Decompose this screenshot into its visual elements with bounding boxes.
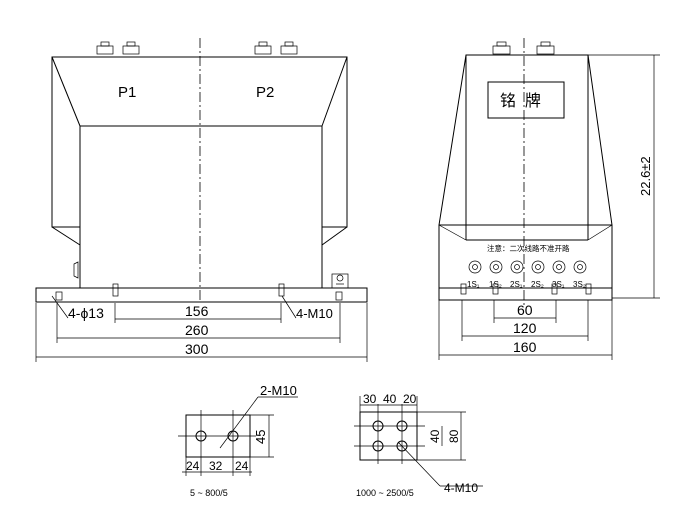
dim-156: 156 <box>185 303 209 319</box>
base-plate <box>35 287 368 303</box>
dim-thread: 4-M10 <box>296 306 333 321</box>
notice-text: 注意：二次线路不准开路 <box>487 243 570 253</box>
small-label: 2-M10 <box>260 383 297 398</box>
dim-120: 120 <box>513 320 537 336</box>
dim-32: 32 <box>209 459 223 473</box>
dim-160: 160 <box>513 339 537 355</box>
dim-260: 260 <box>185 322 209 338</box>
dim-24-left: 24 <box>186 459 200 473</box>
dim-height: 22.6±2 <box>638 156 653 196</box>
side-base <box>438 287 613 301</box>
top-terminals-left <box>96 41 140 55</box>
front-view: P1 P2 4-ϕ13 156 260 300 4-M10 <box>35 38 368 362</box>
label-p1: P1 <box>118 84 136 101</box>
terminal-labels: 1S₁ 1S₂ 2S₁ 2S₂ 3S₁ 3S₂ <box>467 280 586 289</box>
terminal-studs <box>468 260 587 274</box>
dim-hole: 4-ϕ13 <box>68 305 104 321</box>
caption-small: 5 ~ 800/5 <box>190 488 228 498</box>
side-cap <box>438 54 613 289</box>
dim-40-side: 40 <box>428 429 442 443</box>
caption-large: 1000 ~ 2500/5 <box>356 488 414 498</box>
side-view: 铭 牌 注意：二次线路不准开路 1S₁ 1S₂ 2S₁ 2S₂ 3S₁ 3S₂ <box>438 38 660 360</box>
top-terminals-right <box>254 41 298 55</box>
dim-30: 30 <box>363 392 377 406</box>
large-label: 4-M10 <box>444 481 478 495</box>
dim-300: 300 <box>185 341 209 357</box>
large-plate <box>359 411 418 461</box>
nameplate-text: 铭 牌 <box>500 92 541 110</box>
dim-40-top: 40 <box>383 392 397 406</box>
terminal-3s1: 3S₁ <box>552 280 565 289</box>
top-cap <box>51 56 348 228</box>
ground-terminal <box>331 273 349 289</box>
body <box>79 125 323 289</box>
detail-large: 30 40 20 40 80 4-M10 1000 ~ 2500/5 <box>354 392 483 498</box>
label-p2: P2 <box>256 84 274 101</box>
dim-45: 45 <box>253 430 268 444</box>
dim-60: 60 <box>517 302 533 318</box>
terminal-2s1: 2S₁ <box>510 280 523 289</box>
dim-20: 20 <box>403 392 417 406</box>
terminal-3s2: 3S₂ <box>573 280 586 289</box>
dim-24-right: 24 <box>235 459 249 473</box>
dim-80: 80 <box>447 429 461 443</box>
nameplate <box>487 81 565 119</box>
terminal-1s1: 1S₁ <box>467 280 480 289</box>
terminal-1s2: 1S₂ <box>489 280 502 289</box>
terminal-2s2: 2S₂ <box>531 280 544 289</box>
detail-small: 2-M10 45 24 32 24 5 ~ 800/5 <box>178 383 298 498</box>
